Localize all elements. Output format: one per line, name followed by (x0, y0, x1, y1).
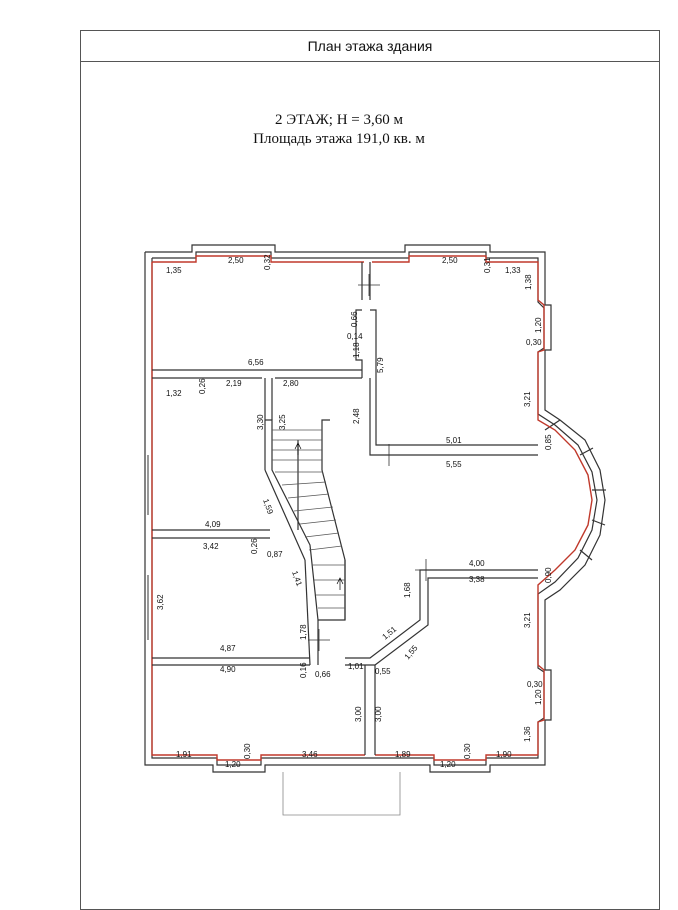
dimension-label: 1,32 (166, 389, 182, 398)
dimension-label: 1,20 (225, 760, 241, 769)
dimension-label: 1,18 (352, 342, 361, 358)
dimension-label: 1,68 (403, 582, 412, 598)
dimension-label: 5,55 (446, 460, 462, 469)
dimension-label: 2,50 (442, 256, 458, 265)
dimension-label: 3,42 (203, 542, 219, 551)
dimension-labels: 1,35 2,50 0,32 2,50 0,31 1,33 1,38 1,20 … (156, 254, 553, 769)
dimension-label: 1,01 (348, 662, 364, 671)
dimension-label: 3,00 (374, 706, 383, 722)
dimension-label: 3,25 (278, 414, 287, 430)
dimension-label: 3,21 (523, 612, 532, 628)
dimension-label: 3,62 (156, 594, 165, 610)
dimension-label: 1,20 (440, 760, 456, 769)
dimension-label: 3,38 (469, 575, 485, 584)
dimension-label: 0,30 (526, 338, 542, 347)
stair-treads (272, 429, 345, 609)
dimension-label: 1,35 (166, 266, 182, 275)
dimension-label: 2,48 (352, 408, 361, 424)
interior-walls (152, 262, 538, 755)
dimension-label: 4,90 (220, 665, 236, 674)
left-windows (144, 455, 149, 640)
balcony (282, 772, 401, 816)
dimension-label: 2,80 (283, 379, 299, 388)
dimension-label: 3,21 (523, 391, 532, 407)
dimension-label: 0,14 (347, 332, 363, 341)
dimension-label: 1,41 (290, 570, 304, 588)
dimension-label: 1,38 (524, 274, 533, 290)
dimension-label: 1,33 (505, 266, 521, 275)
dimension-label: 0,16 (299, 662, 308, 678)
dimension-label: 2,19 (226, 379, 242, 388)
dimension-label: 3,46 (302, 750, 318, 759)
dimension-label: 0,55 (375, 667, 391, 676)
dimension-label: 3,00 (354, 706, 363, 722)
dimension-label: 2,50 (228, 256, 244, 265)
red-outlines (151, 255, 593, 761)
dimension-label: 6,56 (248, 358, 264, 367)
dimension-label: 1,36 (523, 726, 532, 742)
floor-level-label: 2 ЭТАЖ; H = 3,60 м (274, 112, 404, 128)
dimension-label: 1,89 (395, 750, 411, 759)
dimension-label: 0,30 (243, 743, 252, 759)
dimension-label: 1,20 (534, 317, 543, 333)
dimension-label: 4,09 (205, 520, 221, 529)
dimension-label: 5,79 (376, 357, 385, 373)
dimension-label: 4,87 (220, 644, 236, 653)
dimension-label: 0,87 (267, 550, 283, 559)
dimension-label: 1,55 (403, 643, 420, 661)
dimension-label: 3,30 (256, 414, 265, 430)
floor-area-label: Площадь этажа 191,0 кв. м (253, 131, 425, 147)
dimension-label: 0,30 (463, 743, 472, 759)
dimension-label: 1,78 (299, 624, 308, 640)
dimension-label: 0,32 (263, 254, 272, 270)
dimension-label: 0,30 (527, 680, 543, 689)
sheet-title: План этажа здания (81, 31, 659, 62)
dimension-label: 0,85 (544, 434, 553, 450)
dimension-label: 0,26 (198, 378, 207, 394)
dimension-label: 1,59 (261, 498, 275, 516)
dimension-label: 1,20 (534, 689, 543, 705)
dimension-ticks (308, 274, 437, 651)
dimension-label: 0,66 (350, 311, 359, 327)
dimension-label: 0,90 (544, 567, 553, 583)
dimension-label: 0,31 (483, 257, 492, 273)
dimension-label: 1,91 (176, 750, 192, 759)
dimension-label: 0,26 (250, 538, 259, 554)
dimension-label: 1,90 (496, 750, 512, 759)
dimension-label: 4,00 (469, 559, 485, 568)
dimension-label: 0,66 (315, 670, 331, 679)
dimension-label: 5,01 (446, 436, 462, 445)
